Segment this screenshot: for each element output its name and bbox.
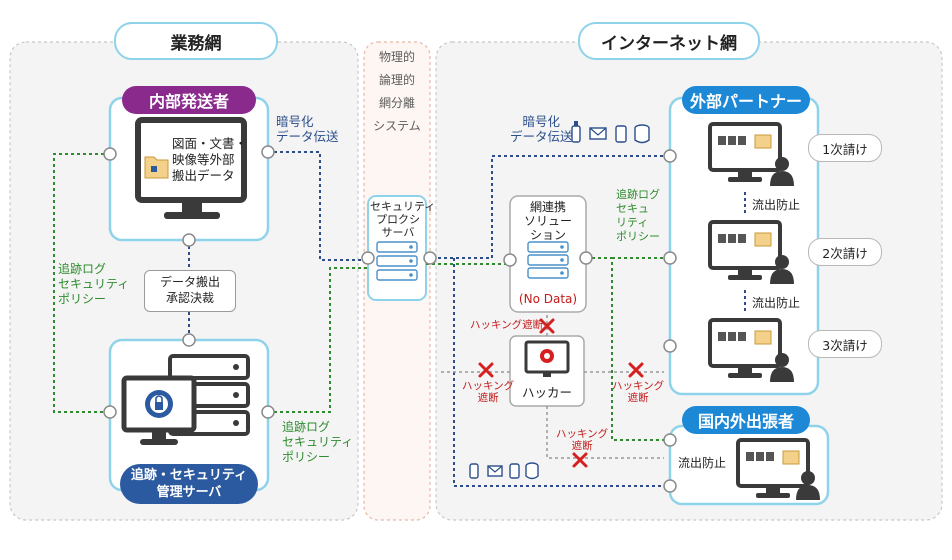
hack-block-bottom: ハッキング 遮断 bbox=[556, 428, 609, 452]
export-data-label: 図面・文書・ 映像等外部 搬出データ bbox=[172, 136, 248, 183]
proxy-label: セキュリティ プロクシ サーバ bbox=[370, 200, 436, 239]
usb-icon bbox=[469, 463, 479, 479]
folder-lock-icon bbox=[144, 156, 169, 179]
leak-prevention-traveler: 流出防止 bbox=[678, 456, 727, 470]
hacker-monitor-icon bbox=[524, 340, 570, 377]
encrypted-line-right bbox=[426, 155, 664, 259]
policy-label-left: 追跡ログ セキュリティ ポリシー bbox=[58, 262, 130, 306]
mail-icon bbox=[589, 127, 607, 140]
usb-memory-icon bbox=[509, 463, 520, 479]
mail-icon bbox=[487, 465, 503, 477]
internet-zone-title: インターネット網 bbox=[578, 22, 760, 60]
usb-memory-icon bbox=[615, 125, 627, 143]
tier-1: 1次請け bbox=[808, 134, 882, 162]
policy-label-right: 追跡ログ セキュ リティ ポリシー bbox=[616, 188, 660, 243]
policy-line-right bbox=[586, 257, 670, 441]
hacker-label: ハッカー bbox=[521, 385, 572, 400]
hack-block-right: ハッキング 遮断 bbox=[612, 380, 665, 404]
approval-box: データ搬出 承認決裁 bbox=[144, 270, 236, 312]
domestic-traveler-title: 国内外出張者 bbox=[682, 406, 810, 434]
external-partner-title: 外部パートナー bbox=[682, 86, 810, 114]
policy-line-left bbox=[53, 153, 110, 413]
tier-2: 2次請け bbox=[808, 238, 882, 266]
encrypted-line-bottom bbox=[453, 258, 664, 487]
internal-sender-title: 内部発送者 bbox=[122, 86, 256, 114]
database-icon bbox=[525, 462, 539, 480]
lock-icon bbox=[145, 390, 173, 418]
usb-icon bbox=[571, 121, 581, 143]
hack-block-left: ハッキング 遮断 bbox=[462, 380, 515, 404]
database-icon bbox=[634, 124, 650, 144]
encrypted-label-left: 暗号化 データ伝送 bbox=[276, 114, 339, 144]
leak-prevention-1: 流出防止 bbox=[752, 198, 801, 212]
policy-label-bottom: 追跡ログ セキュリティ ポリシー bbox=[282, 420, 354, 464]
no-data-label: (No Data) bbox=[518, 292, 578, 306]
linkage-label: 網連携 ソリュー ション bbox=[523, 200, 572, 242]
tracking-server-title: 追跡・セキュリティ管理サーバ bbox=[120, 464, 258, 504]
policy-line-bottom bbox=[268, 267, 368, 413]
hack-block-top: ハッキング遮断 bbox=[470, 319, 544, 331]
encrypted-line-left bbox=[268, 151, 368, 261]
linkage-server-icon bbox=[527, 241, 569, 279]
proxy-server-icon bbox=[376, 241, 418, 281]
leak-prevention-2: 流出防止 bbox=[752, 296, 801, 310]
encrypted-label-right: 暗号化 データ伝送 bbox=[510, 114, 573, 144]
internal-monitor-icon bbox=[135, 117, 247, 219]
tier-3: 3次請け bbox=[808, 330, 882, 358]
separation-label: 物理的 論理的 網分離 システム bbox=[373, 50, 421, 133]
business-zone-title: 業務網 bbox=[114, 22, 278, 60]
